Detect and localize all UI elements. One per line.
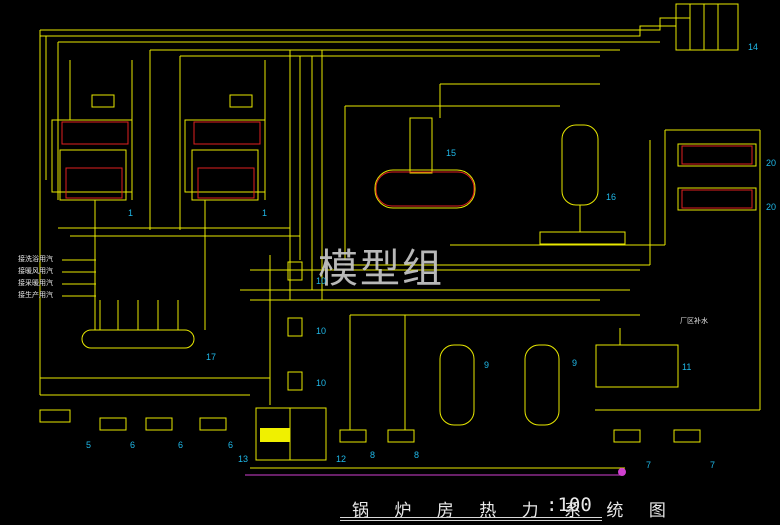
boiler-2-outline [184,119,266,193]
watermark: 模型组 [318,246,444,292]
softener-9b [524,344,560,426]
tag-6a: 6 [130,440,136,450]
pipe-network [39,3,761,476]
boiler-1-outline [51,119,133,193]
tag-10a: 10 [316,276,327,286]
drawing-title: 锅 炉 房 热 力 系 统 图 [352,501,676,521]
filter-10b [287,317,303,337]
pump-7a [613,429,641,443]
exchanger-20a-inner [681,145,753,165]
boiler-1-drum [61,121,129,145]
pump-8a [339,429,367,443]
pump-5 [39,409,71,423]
softener-9a [439,344,475,426]
pump-8b [387,429,415,443]
filter-10a [287,261,303,281]
boiler-2-drum [193,121,261,145]
exchanger-20b-inner [681,189,753,209]
pump-6a [99,417,127,431]
make-up-water-note: 厂区补水 [680,317,708,325]
tank-16-base [539,231,626,245]
pipe-top-2 [40,25,676,37]
legend-item-4: 接生产用汽 [18,291,53,299]
tank-16 [561,124,599,206]
fan-1 [91,94,115,108]
fan-2 [229,94,253,108]
exchanger-20b [677,187,757,211]
deaerator-tank [374,169,476,209]
drawing-scale: :100 [546,494,592,516]
tag-5: 5 [86,440,92,450]
tag-6c: 6 [228,440,234,450]
equipment-red [61,121,753,209]
filter-10c [287,371,303,391]
boiler-2-furnace [197,167,255,199]
pump-6b [145,417,173,431]
tag-20b: 20 [766,202,777,212]
title-underline [340,517,602,518]
tag-17: 17 [206,352,217,362]
tag-10b: 10 [316,326,327,336]
deaerator-head [409,117,433,174]
tag-12: 12 [336,454,347,464]
exchanger-20a [677,143,757,167]
tag-6b: 6 [178,440,184,450]
boiler-2-inner [191,149,259,201]
pump-6c [199,417,227,431]
tag-8b: 8 [414,450,420,460]
tag-16: 16 [606,192,617,202]
tag-9a: 9 [484,360,490,370]
boiler-1-furnace [65,167,123,199]
tag-1b: 1 [262,208,268,218]
legend-item-2: 接暖风用汽 [18,267,53,275]
tag-8a: 8 [370,450,376,460]
legend-item-1: 接洗浴用汽 [18,255,53,263]
tank-14 [675,3,739,51]
deaerator-inner [375,171,475,207]
tag-10c: 10 [316,378,327,388]
tank-12 [255,407,327,461]
tank-12-fill [260,428,290,442]
tag-11: 11 [682,362,692,372]
tag-7b: 7 [710,460,716,470]
legend-item-3: 接采暖用汽 [18,279,53,287]
pump-7b [673,429,701,443]
tag-7a: 7 [646,460,652,470]
pumps [39,409,701,443]
title-underline-2 [340,520,602,521]
boiler-1-inner [59,149,127,201]
tag-1a: 1 [128,208,134,218]
tag-9b: 9 [572,358,578,368]
water-tank-11 [595,344,679,388]
magenta-node [618,468,626,476]
tag-15: 15 [446,148,457,158]
steam-header-17 [81,329,195,349]
tag-13: 13 [238,454,249,464]
tag-20a: 20 [766,158,777,168]
tag-14: 14 [748,42,759,52]
pipe-top-1 [40,17,690,31]
